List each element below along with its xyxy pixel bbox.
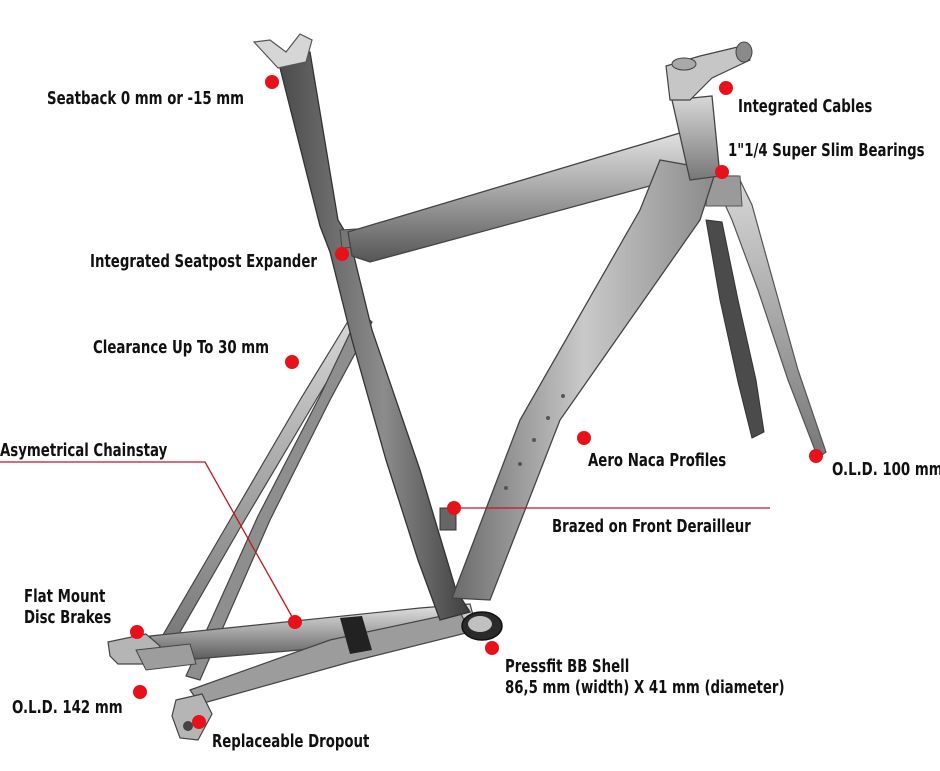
marker-front-derailleur — [447, 501, 461, 515]
label-flat-mount-line2: Disc Brakes — [24, 607, 112, 628]
callout-markers — [130, 75, 823, 729]
label-clearance: Clearance Up To 30 mm — [93, 337, 270, 358]
label-bb-shell-line1: Pressfit BB Shell — [505, 656, 630, 677]
rear-dropouts — [107, 633, 213, 741]
marker-fork-old — [809, 449, 823, 463]
marker-aero-naca — [577, 431, 591, 445]
label-front-derailleur: Brazed on Front Derailleur — [552, 516, 751, 537]
fork — [705, 175, 827, 459]
marker-bearings — [715, 165, 729, 179]
label-dropout: Replaceable Dropout — [212, 731, 370, 752]
down-tube — [451, 159, 717, 601]
label-seatpost-expander: Integrated Seatpost Expander — [90, 251, 317, 272]
seat-tube — [252, 33, 472, 621]
head-tube-and-stem — [665, 41, 753, 181]
label-flat-mount: Flat Mount Disc Brakes — [24, 586, 111, 628]
label-fork-old: O.L.D. 100 mm — [832, 459, 940, 480]
leader-lines — [0, 461, 770, 623]
label-bb-shell-line2: 86,5 mm (width) X 41 mm (diameter) — [505, 677, 785, 698]
chainstay-leader-line — [0, 461, 296, 623]
marker-dropout — [192, 715, 206, 729]
marker-flat-mount — [130, 625, 144, 639]
label-aero-naca: Aero Naca Profiles — [588, 450, 727, 471]
marker-clearance — [285, 355, 299, 369]
label-seatback: Seatback 0 mm or -15 mm — [47, 88, 245, 109]
label-bearings: 1"1/4 Super Slim Bearings — [728, 140, 925, 161]
label-flat-mount-line1: Flat Mount — [24, 586, 106, 607]
marker-seatback — [265, 75, 279, 89]
marker-bb-shell — [485, 641, 499, 655]
marker-rear-old — [133, 685, 147, 699]
marker-chainstay — [288, 615, 302, 629]
label-chainstay: Asymetrical Chainstay — [0, 440, 168, 461]
marker-seatpost-expander — [335, 247, 349, 261]
marker-integrated-cables — [719, 81, 733, 95]
label-integrated-cables: Integrated Cables — [738, 96, 873, 117]
chainstays — [149, 603, 477, 705]
bottom-bracket — [461, 611, 503, 641]
label-rear-old: O.L.D. 142 mm — [12, 697, 123, 718]
label-bb-shell: Pressfit BB Shell 86,5 mm (width) X 41 m… — [505, 656, 785, 698]
